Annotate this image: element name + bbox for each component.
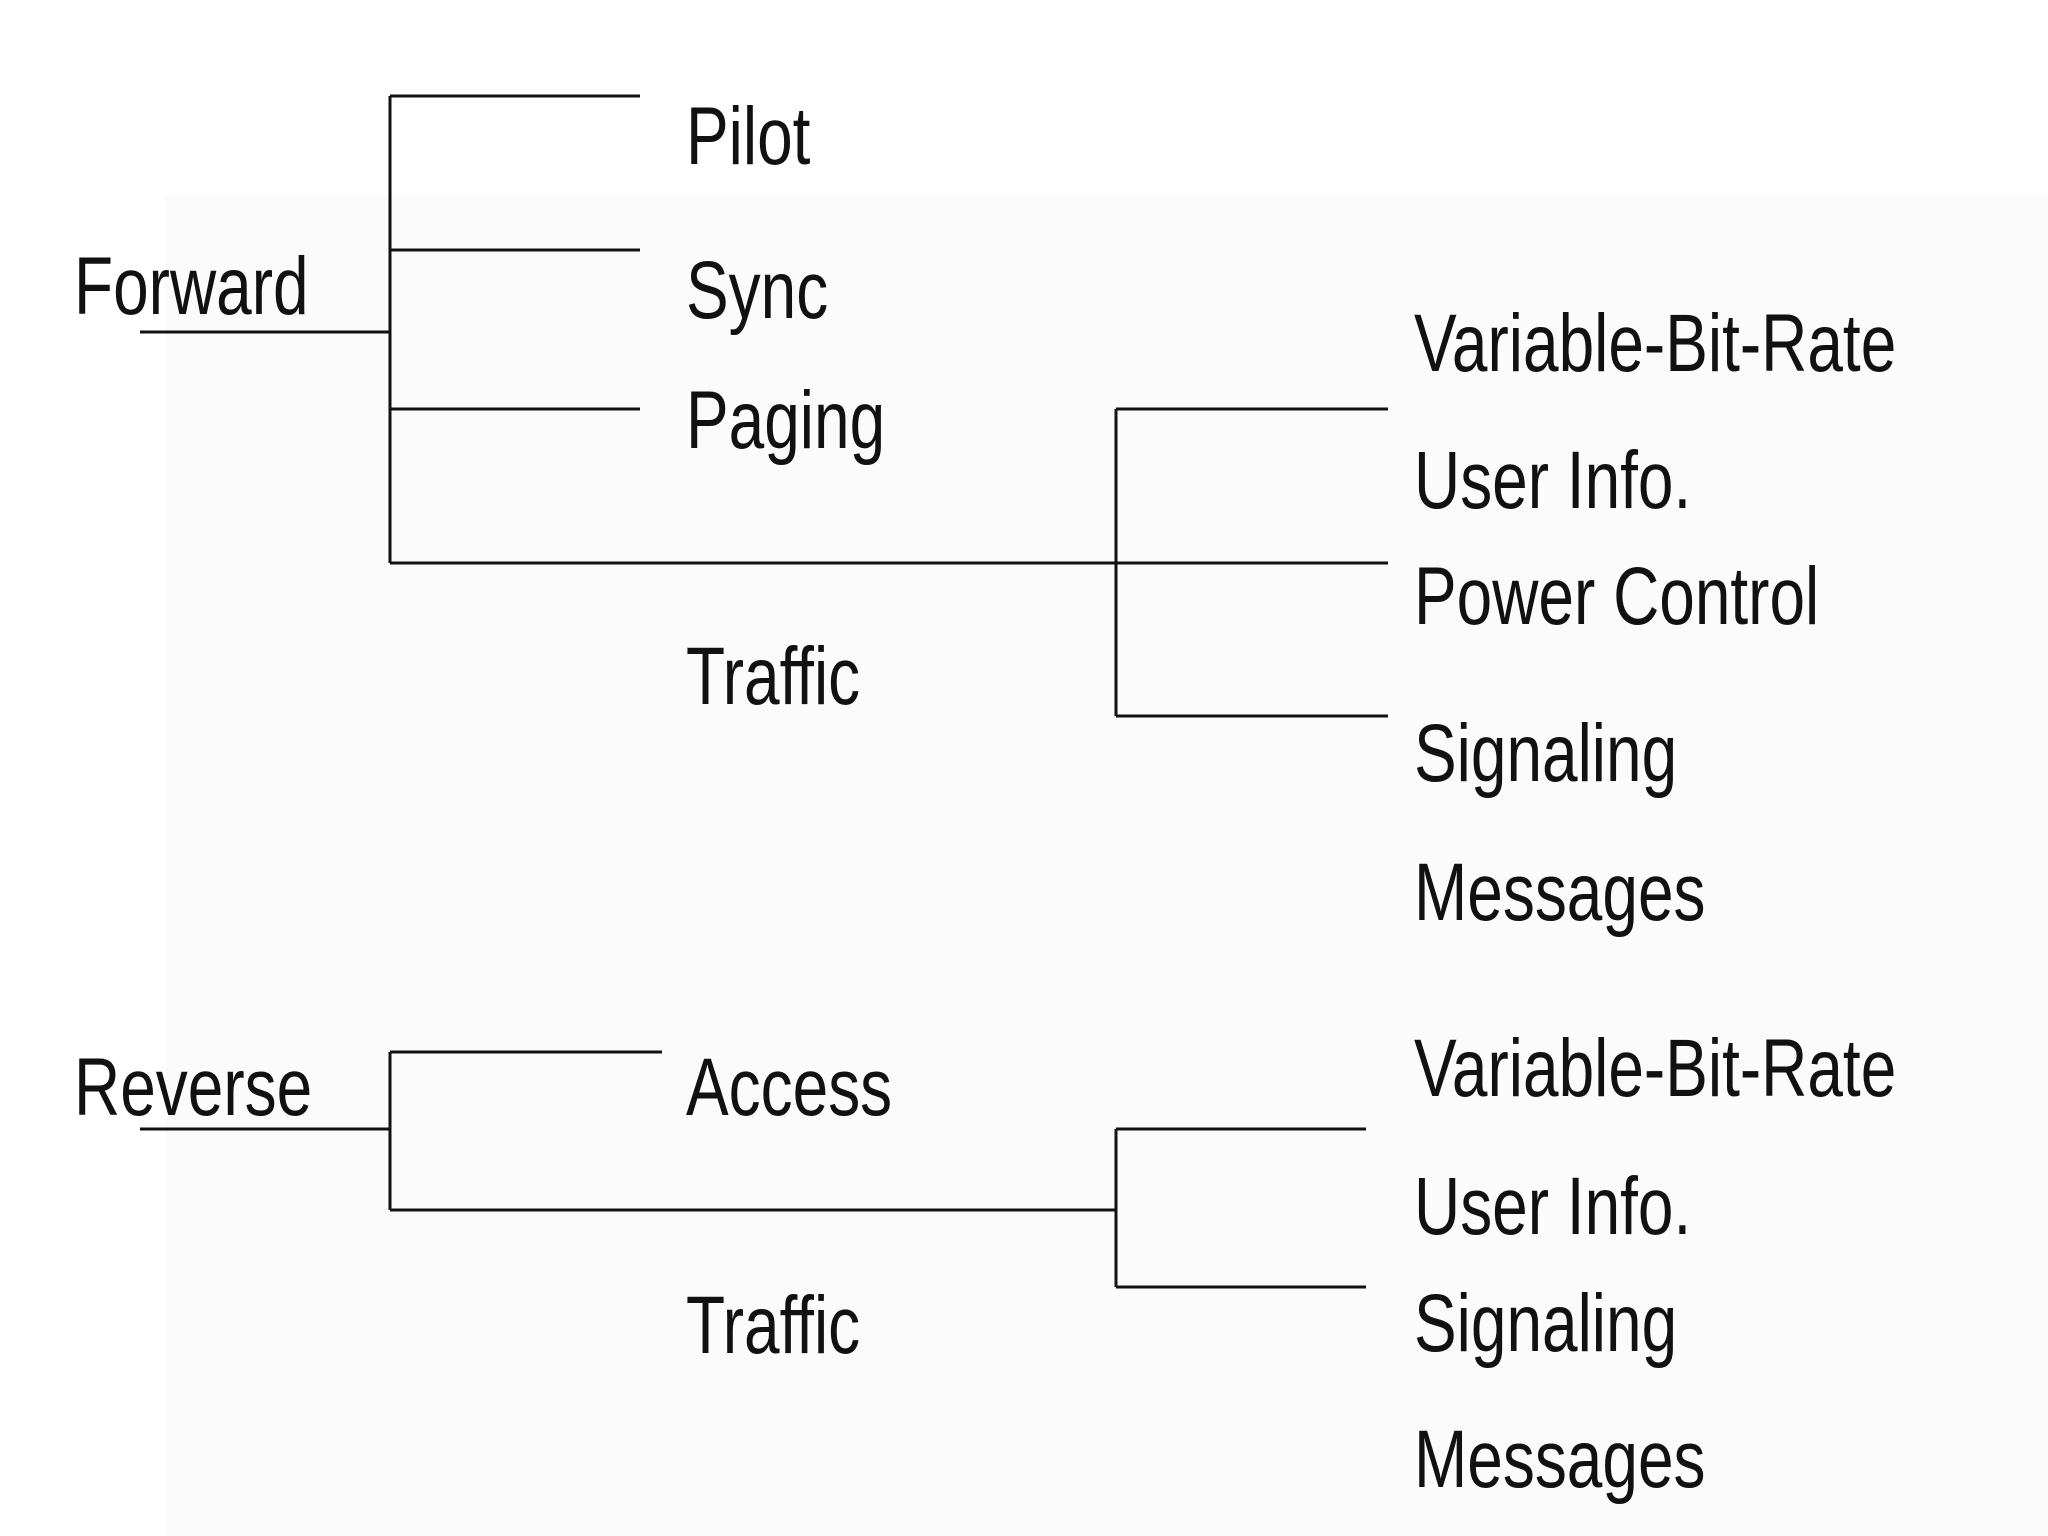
sync-label: Sync [686,245,829,336]
background-panel [165,195,2048,1536]
power-control-label: Power Control [1414,551,1820,642]
access-label: Access [686,1042,893,1133]
reverse-signaling-label-line1: Signaling [1414,1278,1678,1369]
forward-label: Forward [74,241,309,332]
forward-vbr-label-line2: User Info. [1414,435,1692,526]
reverse-traffic-label: Traffic [686,1280,861,1371]
pilot-label: Pilot [686,91,811,182]
reverse-vbr-label-line2: User Info. [1414,1161,1692,1252]
reverse-vbr-label-line1: Variable-Bit-Rate [1414,1023,1897,1114]
forward-vbr-label-line1: Variable-Bit-Rate [1414,298,1897,389]
paging-label: Paging [686,375,886,466]
reverse-signaling-label-line2: Messages [1414,1414,1706,1505]
reverse-label: Reverse [74,1042,313,1133]
forward-signaling-label-line1: Signaling [1414,708,1678,799]
forward-traffic-label: Traffic [686,631,861,722]
forward-signaling-label-line2: Messages [1414,847,1706,938]
